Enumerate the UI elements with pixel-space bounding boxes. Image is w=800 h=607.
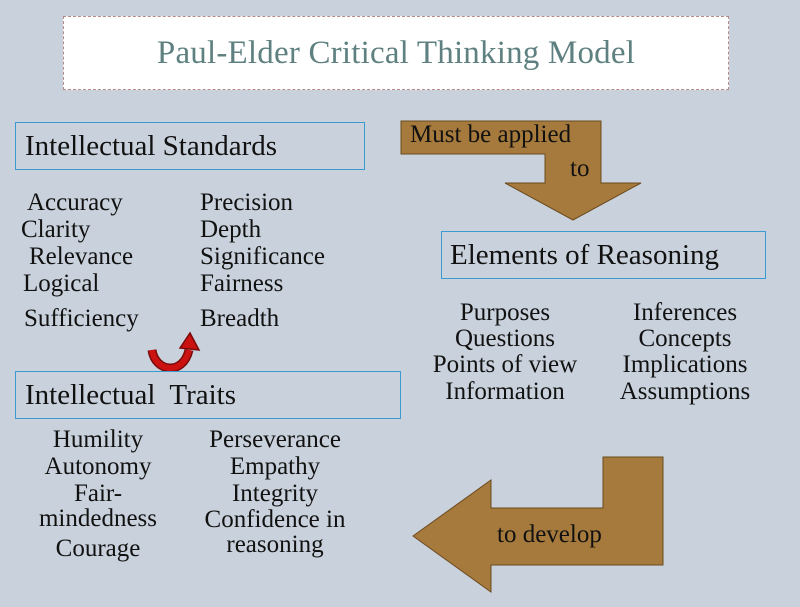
standard-depth: Depth xyxy=(200,216,262,243)
page-title: Paul-Elder Critical Thinking Model xyxy=(156,34,636,71)
element-concepts: Concepts xyxy=(638,325,732,352)
standard-logical: Logical xyxy=(23,270,100,297)
standard-relevance: Relevance xyxy=(29,243,134,270)
trait-integrity: Integrity xyxy=(231,480,319,507)
trait-courage: Courage xyxy=(55,535,141,562)
standard-significance: Significance xyxy=(200,243,325,270)
standard-fairness: Fairness xyxy=(200,270,284,297)
trait-mindedness: mindedness xyxy=(38,505,158,532)
element-implications: Implications xyxy=(622,351,748,378)
element-questions: Questions xyxy=(455,325,555,352)
applied-to-label-line1: Must be applied xyxy=(410,121,572,148)
applied-to-label-line2: to xyxy=(570,155,590,182)
standard-accuracy: Accuracy xyxy=(27,189,123,216)
standard-breadth: Breadth xyxy=(200,305,280,332)
element-points-of-view: Points of view xyxy=(432,351,578,378)
to-develop-label: to develop xyxy=(497,521,602,548)
standards-heading: Intellectual Standards xyxy=(25,129,278,162)
traits-box: Intellectual Traits xyxy=(15,371,401,419)
element-assumptions: Assumptions xyxy=(619,378,751,405)
trait-confidence-in: Confidence in xyxy=(204,506,346,533)
element-information: Information xyxy=(445,378,565,405)
cycle-curved-arrow xyxy=(147,331,201,373)
standards-box: Intellectual Standards xyxy=(15,122,365,170)
standard-sufficiency: Sufficiency xyxy=(24,305,139,332)
to-develop-arrow xyxy=(412,456,664,593)
trait-humility: Humility xyxy=(52,426,144,453)
applied-to-arrow xyxy=(400,120,642,221)
standard-precision: Precision xyxy=(200,189,294,216)
trait-empathy: Empathy xyxy=(229,453,321,480)
elements-heading: Elements of Reasoning xyxy=(450,238,720,271)
trait-fair: Fair- xyxy=(73,480,123,507)
elements-box: Elements of Reasoning xyxy=(441,231,766,279)
title-box: Paul-Elder Critical Thinking Model xyxy=(63,16,729,90)
trait-reasoning: reasoning xyxy=(226,531,324,558)
trait-autonomy: Autonomy xyxy=(44,453,152,480)
element-inferences: Inferences xyxy=(632,299,738,326)
element-purposes: Purposes xyxy=(459,299,551,326)
traits-heading: Intellectual Traits xyxy=(25,378,237,411)
standard-clarity: Clarity xyxy=(21,216,91,243)
trait-perseverance: Perseverance xyxy=(209,426,341,453)
